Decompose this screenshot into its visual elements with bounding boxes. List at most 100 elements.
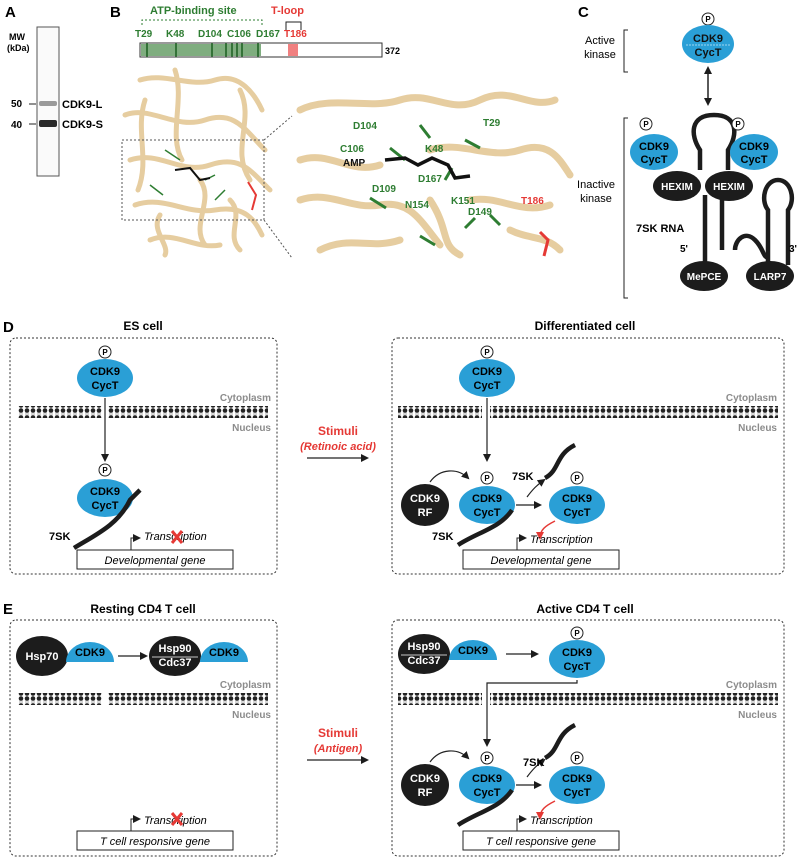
7sk-label-free: 7SK (523, 757, 544, 769)
hexim-label-right: HEXIM (713, 182, 745, 193)
gene-label: Developmental gene (105, 555, 206, 567)
phospho-icon (570, 751, 584, 765)
tloop-label: T-loop (271, 5, 304, 17)
inactive-kinase-label-2: kinase (580, 193, 612, 205)
cdc37-label: Cdc37 (407, 655, 440, 667)
residue-t186: T186 (284, 29, 307, 40)
phospho-icon-right (731, 117, 745, 131)
7sk-label: 7SK (432, 531, 453, 543)
cyct-label: CycT (695, 47, 722, 59)
band-label-cdk9-s: CDK9-S (62, 119, 103, 131)
stimuli-sub-label: (Antigen) (314, 743, 363, 755)
gene-label: Developmental gene (491, 555, 592, 567)
panel-a: A MW (kDa) 50 40 CDK9-L CDK9-S (5, 4, 103, 177)
cytoplasm-label: Cytoplasm (220, 393, 271, 404)
band-cdk9-s (39, 120, 57, 127)
gene-box (76, 549, 234, 570)
hsp70-label: Hsp70 (25, 651, 58, 663)
cytoplasm-label: Cytoplasm (726, 680, 777, 691)
cdk9-label: CDK9 (472, 493, 502, 505)
panel-d: D ES cell P CDK9 CycT Cytoplasm Nucleus … (3, 319, 785, 575)
7sk-rna-structure (691, 112, 795, 265)
es-cell-title: ES cell (123, 319, 162, 333)
cdk9-cyct-complex-nuclear (459, 766, 515, 804)
mepce-label: MePCE (687, 272, 722, 283)
active-cell-box (391, 619, 785, 857)
residue-c106: C106 (227, 29, 251, 40)
cytoplasm-label: Cytoplasm (220, 680, 271, 691)
phospho-icon (480, 345, 494, 359)
gene-box (462, 830, 620, 851)
inactive-kinase-label-1: Inactive (577, 179, 615, 191)
gene-label: T cell responsive gene (100, 836, 210, 848)
phospho-icon-left (639, 117, 653, 131)
cdk9-label: CDK9 (75, 647, 105, 659)
panel-b: B ATP-binding site T-loop T29 K48 D104 C… (110, 4, 574, 259)
cdk9-cyct-complex-left (630, 134, 678, 170)
phospho-label: P (574, 474, 580, 483)
panel-c: C Active kinase P CDK9 CycT Inactive kin… (577, 4, 797, 299)
nuclear-membrane-right (490, 693, 778, 705)
cdk9-rf-line2: RF (418, 787, 433, 799)
cdk9-monomer (66, 642, 114, 662)
cyct-label: CycT (474, 507, 501, 519)
cdk9-rf-line1: CDK9 (410, 493, 440, 505)
cdk9-label: CDK9 (562, 773, 592, 785)
phospho-label: P (574, 629, 580, 638)
active-cell-title: Active CD4 T cell (536, 602, 633, 616)
panel-label-e: E (3, 601, 13, 618)
label-d149: D149 (468, 207, 492, 218)
band-cdk9-l (39, 101, 57, 106)
cdk9-label: CDK9 (472, 773, 502, 785)
label-c106: C106 (340, 144, 364, 155)
cdk9-label-right: CDK9 (739, 141, 769, 153)
cdk9-cyct-complex-right (730, 134, 778, 170)
cyct-label: CycT (564, 787, 591, 799)
tss-arrow (516, 815, 527, 831)
zoom-box (121, 139, 265, 221)
es-cell-box (9, 337, 278, 575)
hexim-left (653, 171, 701, 201)
phospho-label: P (574, 754, 580, 763)
zoom-line-top (263, 115, 293, 141)
residue-d167: D167 (256, 29, 280, 40)
panel-e: E Resting CD4 T cell Hsp70 CDK9 Hsp90 Cd… (3, 601, 785, 857)
panel-label-d: D (3, 319, 14, 336)
block-icon (170, 530, 184, 544)
cdk9-rf (401, 484, 449, 526)
activation-arrow (536, 800, 556, 820)
label-amp: AMP (343, 158, 366, 169)
nuclear-membrane-left (18, 693, 102, 705)
7sk-rna-bound (456, 788, 514, 827)
block-icon (170, 812, 184, 826)
7sk-label: 7SK (49, 531, 70, 543)
cdk9-label: CDK9 (693, 33, 723, 45)
phospho-label: P (484, 474, 490, 483)
label-d109: D109 (372, 184, 396, 195)
resting-cell-title: Resting CD4 T cell (90, 602, 195, 616)
tloop-bracket (285, 21, 302, 30)
hsp70 (16, 636, 68, 676)
nuclear-membrane-right (490, 406, 778, 418)
mw-label: MW (9, 32, 25, 42)
gene-box (462, 549, 620, 570)
nuclear-membrane-left (18, 406, 102, 418)
hsp90-cdc37 (149, 636, 201, 676)
hsp90-label: Hsp90 (407, 641, 440, 653)
cyct-label: CycT (564, 507, 591, 519)
marker-50: 50 (11, 99, 23, 110)
hexim-label-left: HEXIM (661, 182, 693, 193)
cdk9-cyct-complex-nuclear (459, 486, 515, 524)
atp-residue-ticks (146, 43, 259, 57)
cdk9-rf-line1: CDK9 (410, 773, 440, 785)
gene-box (76, 830, 234, 851)
active-kinase-label-2: kinase (584, 49, 616, 61)
larp7 (746, 261, 794, 291)
phospho-label-right: P (735, 120, 741, 129)
resting-cell-box (9, 619, 278, 857)
atp-domain-fill (141, 44, 261, 56)
nuclear-membrane-left (398, 693, 482, 705)
cyct-label-left: CycT (641, 154, 668, 166)
cdk9-cyct-complex (549, 640, 605, 678)
